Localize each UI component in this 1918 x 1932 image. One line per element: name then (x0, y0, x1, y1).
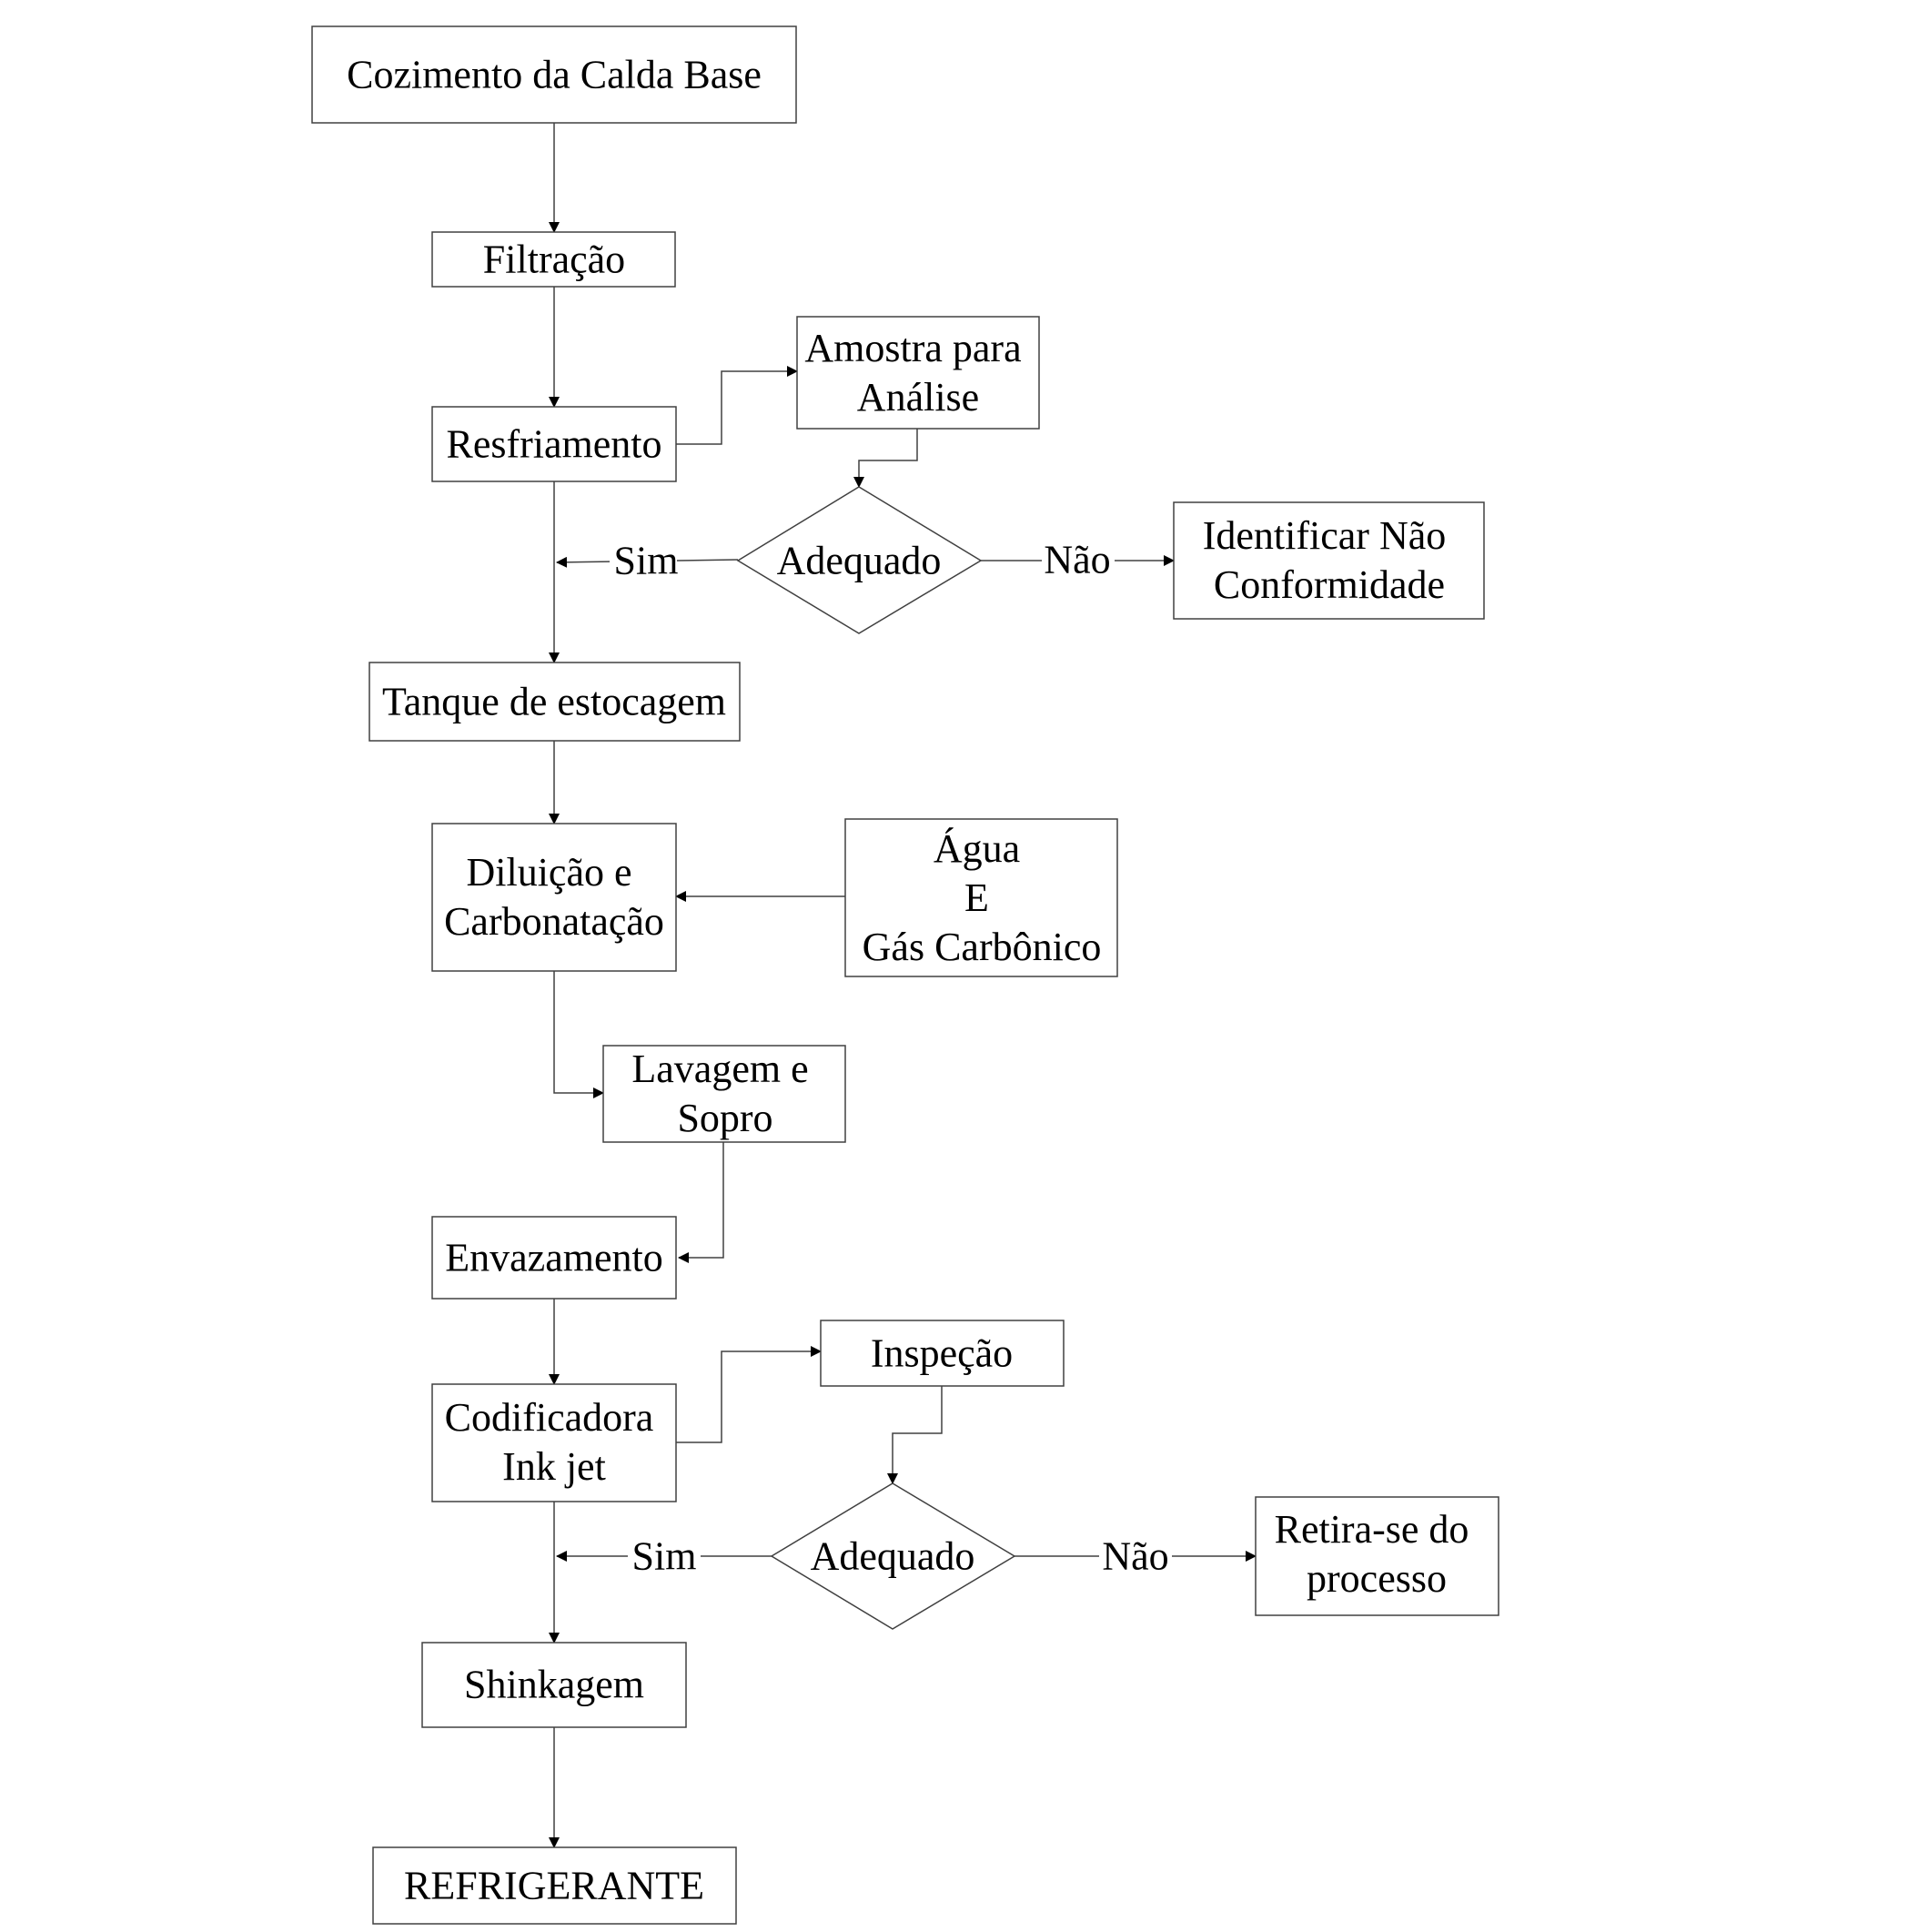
node-identificar-line-2: Conformidade (1214, 562, 1445, 607)
node-codificadora-line-2: Ink jet (502, 1444, 606, 1489)
node-diluicao: Diluição e Carbonatação (431, 823, 677, 972)
node-filtracao: Filtração (431, 231, 676, 288)
node-codificadora-label: Codificadora Ink jet (445, 1395, 664, 1489)
node-refrigerante-label: REFRIGERANTE (404, 1864, 704, 1908)
node-diluicao-label: Diluição e Carbonatação (444, 850, 664, 944)
node-tanque: Tanque de estocagem (368, 662, 741, 742)
node-codificadora-line-1: Codificadora (445, 1395, 654, 1440)
node-agua-line-1: Água (934, 826, 1020, 871)
sim-label-1-bg (610, 539, 677, 581)
arrow-diluicao-to-lavagem (553, 971, 604, 1098)
node-codificadora: Codificadora Ink jet (431, 1383, 677, 1502)
node-shinkagem: Shinkagem (421, 1642, 687, 1728)
node-resfriamento-label: Resfriamento (446, 422, 661, 467)
node-lavagem-label: Lavagem e Sopro (631, 1047, 818, 1140)
node-agua-line-3: Gás Carbônico (863, 925, 1102, 969)
nao-label-1-bg (1042, 539, 1115, 581)
arrow-amostra-to-adequado-1 (853, 429, 918, 488)
node-agua-line-2: E (964, 875, 989, 920)
decision-adequado-1-label: Adequado (777, 539, 942, 583)
node-identificar: Identificar Não Conformidade (1173, 501, 1485, 620)
node-envazamento: Envazamento (431, 1216, 677, 1300)
node-identificar-line-1: Identificar Não (1203, 513, 1447, 558)
node-retira-line-2: processo (1307, 1556, 1447, 1601)
nao-label-2: Não (1102, 1534, 1168, 1579)
node-agua: Água E Gás Carbônico (844, 818, 1118, 977)
sim-label-1: Sim (614, 539, 679, 583)
node-diluicao-line-1: Diluição e (466, 850, 631, 895)
node-cozimento: Cozimento da Calda Base (311, 25, 797, 124)
node-amostra-line-1: Amostra para (804, 326, 1021, 370)
sim-label-2-bg (628, 1535, 701, 1577)
decision-adequado-1: Adequado (736, 486, 983, 634)
node-envazamento-label: Envazamento (445, 1236, 662, 1280)
node-inspecao-label: Inspeção (871, 1331, 1013, 1376)
node-lavagem-line-2: Sopro (677, 1096, 772, 1140)
node-shinkagem-label: Shinkagem (464, 1663, 644, 1707)
node-lavagem: Lavagem e Sopro (602, 1045, 846, 1143)
node-resfriamento: Resfriamento (431, 406, 677, 482)
nao-label-1: Não (1044, 538, 1110, 582)
nao-label-2-bg (1099, 1535, 1172, 1577)
node-lavagem-line-1: Lavagem e (631, 1047, 808, 1091)
node-amostra: Amostra para Análise (796, 316, 1040, 430)
node-agua-label: Água E Gás Carbônico (863, 826, 1102, 969)
node-filtracao-label: Filtração (483, 238, 625, 282)
node-diluicao-line-2: Carbonatação (444, 899, 664, 944)
arrow-resfriamento-to-amostra (676, 366, 798, 445)
decision-adequado-2: Adequado (770, 1482, 1016, 1630)
decision-adequado-2-label: Adequado (811, 1534, 975, 1579)
node-retira: Retira-se do processo (1255, 1496, 1499, 1616)
node-retira-label: Retira-se do processo (1275, 1507, 1479, 1601)
arrow-inspecao-to-adequado-2 (887, 1386, 943, 1484)
node-amostra-label: Amostra para Análise (804, 326, 1031, 420)
node-refrigerante: REFRIGERANTE (372, 1846, 737, 1925)
node-retira-line-1: Retira-se do (1275, 1507, 1469, 1552)
sim-label-2: Sim (632, 1534, 697, 1579)
node-identificar-label: Identificar Não Conformidade (1203, 513, 1457, 607)
node-inspecao: Inspeção (820, 1320, 1065, 1387)
arrow-lavagem-to-envazamento (678, 1142, 724, 1263)
node-cozimento-label: Cozimento da Calda Base (347, 53, 762, 97)
node-amostra-line-2: Análise (857, 375, 979, 420)
arrow-codificadora-to-inspecao (676, 1346, 822, 1443)
node-tanque-label: Tanque de estocagem (382, 680, 726, 724)
